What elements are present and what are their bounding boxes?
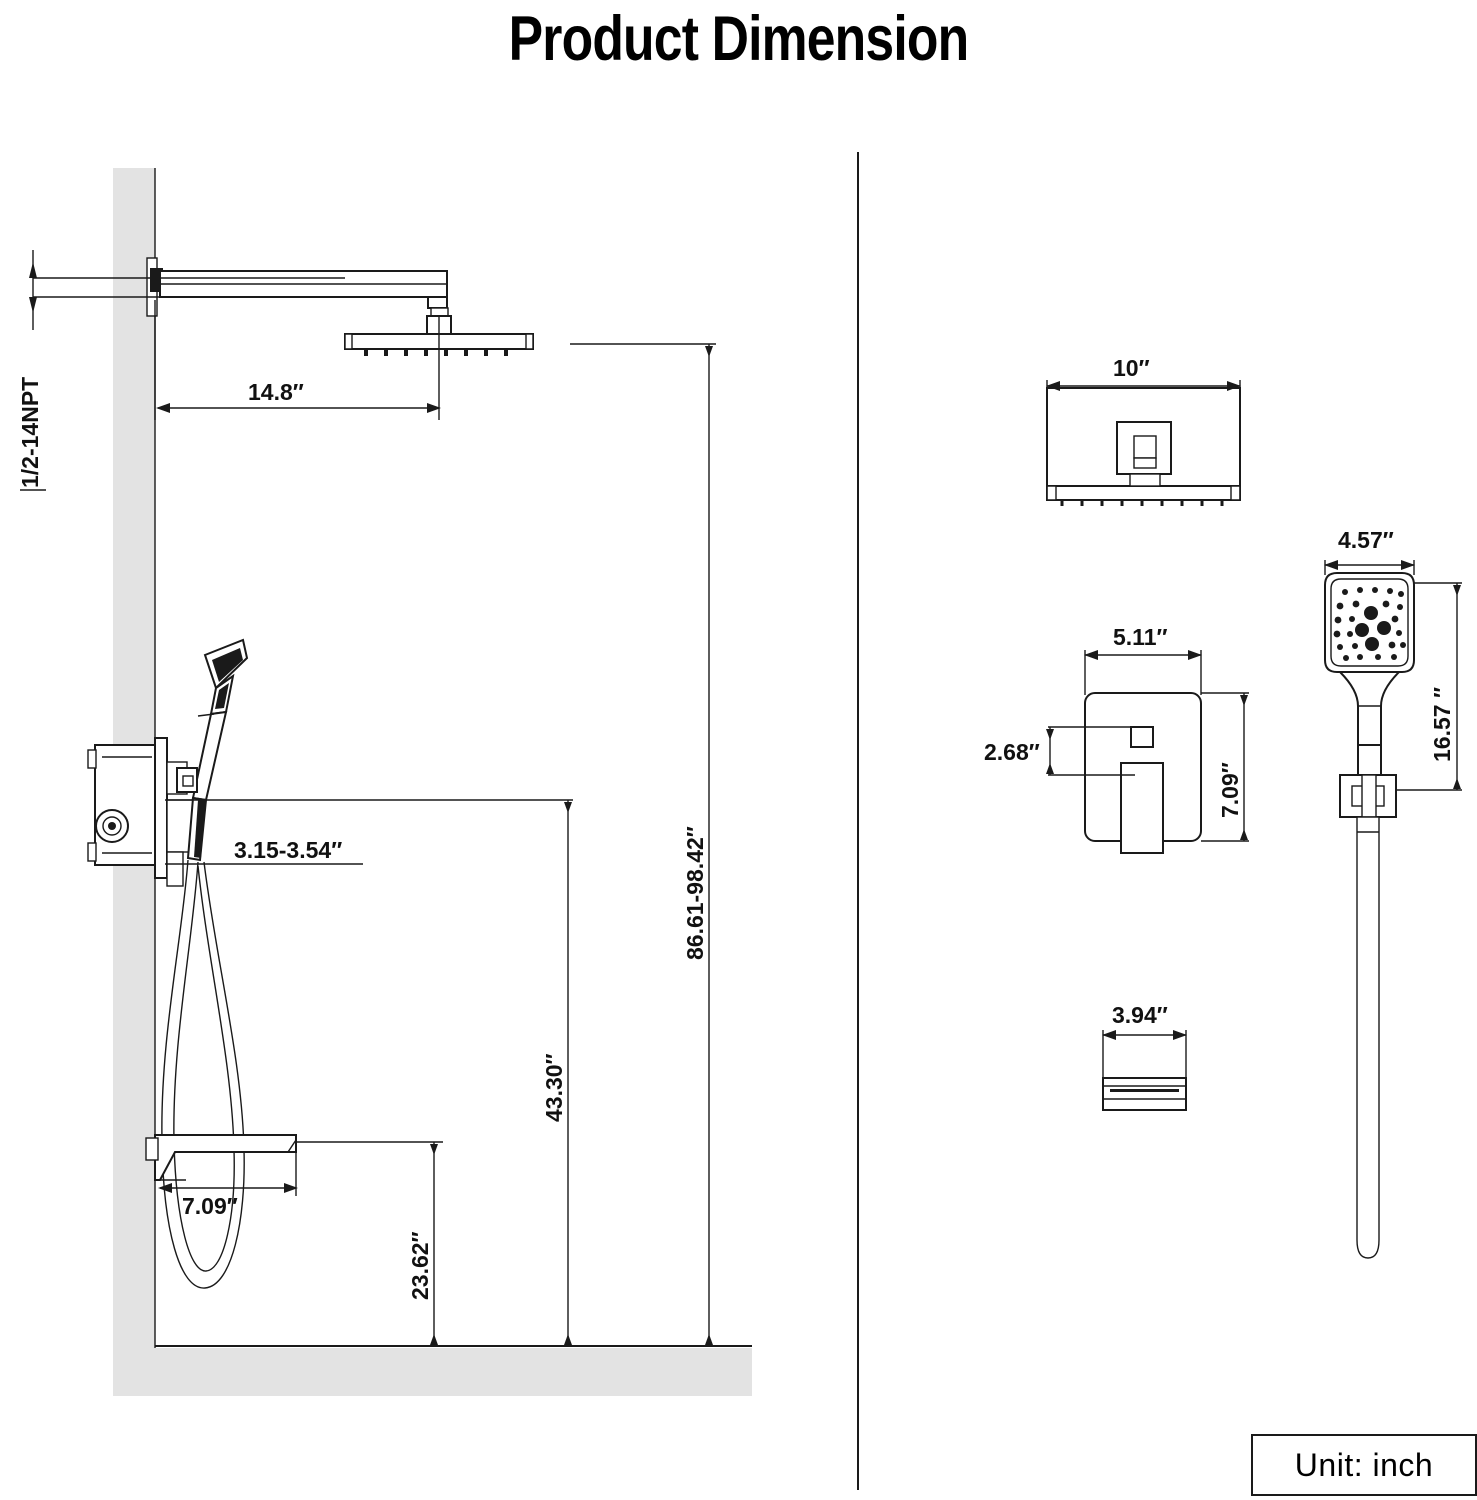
dimension-npt: 1/2-14NPT: [17, 250, 345, 491]
dim-label-overall-height: 86.61-98.42″: [682, 826, 708, 960]
dim-label-valve-height: 43.30″: [541, 1053, 567, 1122]
dim-label-valve-depth: 3.15-3.54″: [234, 837, 342, 863]
dimension-spout-height: 23.62″: [296, 1141, 443, 1346]
unit-note-label: Unit: inch: [1294, 1446, 1434, 1483]
dim-label-trim-width: 5.11″: [1113, 624, 1168, 650]
valve-trim-front-view: 5.11″ 2.68″ 7.09″: [984, 624, 1249, 854]
shower-arm-and-head: [146, 257, 534, 420]
dimension-valve-height: 43.30″: [165, 799, 573, 1346]
dim-label-spout-height: 23.62″: [407, 1231, 433, 1300]
shower-head-front-view: 10″: [1046, 355, 1241, 506]
dimension-overall-height: 86.61-98.42″: [570, 343, 716, 1346]
hand-shower-front-view: 4.57″ 16.57 ″: [1324, 527, 1462, 1259]
dim-label-arm-projection: 14.8″: [248, 379, 304, 405]
hand-shower-side: [176, 638, 249, 862]
dim-label-trim-height: 7.09″: [1217, 762, 1243, 818]
shower-hose: [161, 859, 245, 1289]
page-title: Product Dimension: [508, 4, 969, 74]
unit-note-box: Unit: inch: [1251, 1434, 1477, 1496]
dim-label-head-width: 10″: [1113, 355, 1150, 381]
tub-spout-front-view: 3.94″: [1102, 1002, 1187, 1111]
dim-label-hand-length: 16.57 ″: [1429, 687, 1455, 762]
tub-spout-side: [145, 1134, 297, 1181]
dim-label-npt: 1/2-14NPT: [17, 377, 43, 488]
dim-label-spout-projection: 7.09″: [182, 1193, 238, 1219]
shower-valve-body: [87, 737, 196, 887]
dimension-arm-projection: 14.8″: [154, 300, 441, 420]
dimension-valve-depth: 3.15-3.54″: [165, 837, 363, 865]
dim-label-button-offset: 2.68″: [984, 739, 1040, 765]
dimension-spout-projection: 7.09″: [158, 1140, 298, 1219]
dim-label-spout-width: 3.94″: [1112, 1002, 1168, 1028]
dim-label-hand-width: 4.57″: [1338, 527, 1394, 553]
